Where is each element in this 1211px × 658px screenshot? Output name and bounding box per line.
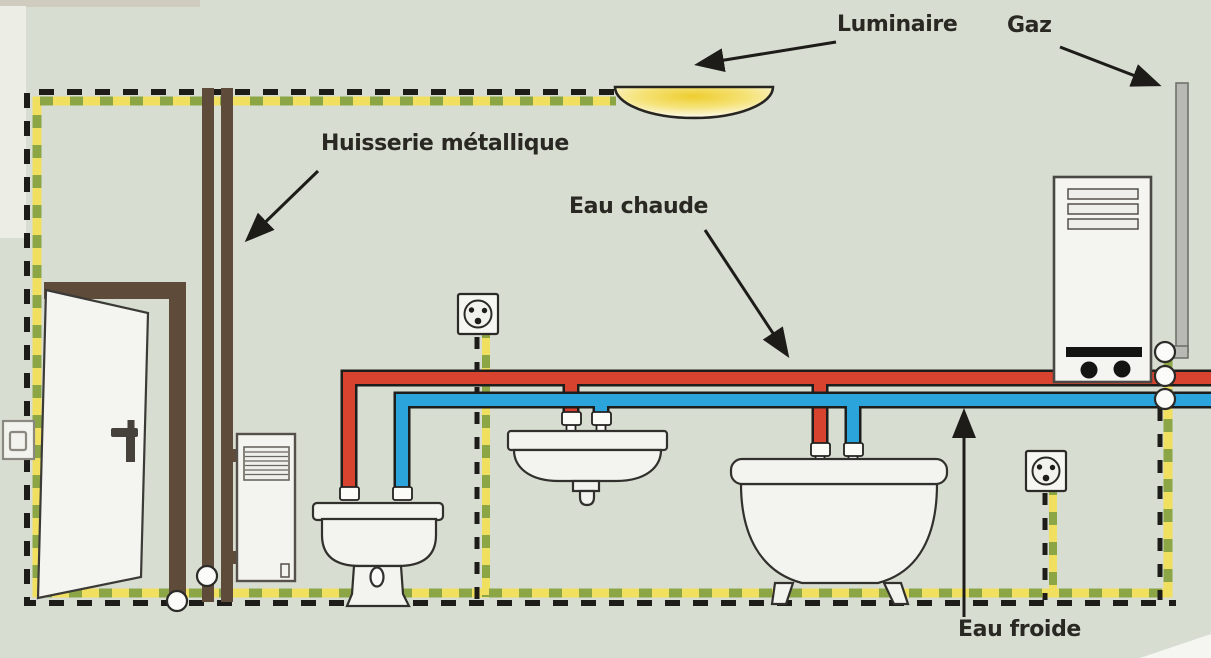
door-frame-top (44, 282, 186, 299)
outlet-left (456, 292, 500, 336)
bidet-drain-hole (369, 566, 385, 588)
fitting-bidet-hot (339, 486, 360, 501)
label-gaz: Gaz (1007, 13, 1052, 38)
connection-hot-water (1153, 364, 1177, 388)
bathtub-rim (729, 457, 949, 486)
huisserie-post-left (202, 88, 214, 602)
radiator-grille-lines (245, 451, 288, 476)
connection-gas (1153, 340, 1177, 364)
heater-vent-1 (1067, 188, 1139, 200)
arrow-eau-chaude (703, 229, 790, 359)
washbasin-bowl (512, 448, 663, 483)
outlet-left-earth-pin (474, 317, 482, 325)
gas-pipe-vertical (1175, 82, 1189, 353)
radiator-stub-top (225, 449, 239, 462)
heater-knob-left (1080, 361, 1098, 379)
door-leaf (36, 288, 150, 600)
door-frame-right-post (169, 282, 186, 602)
connection-door-frame (165, 589, 189, 613)
outlet-right-hole-1 (1036, 464, 1043, 470)
door-handle-lever (111, 428, 138, 437)
fitting-bidet-cold (392, 486, 413, 501)
label-eau-froide: Eau froide (958, 617, 1081, 642)
gas-pipe (1157, 82, 1189, 359)
outlet-left-hole-2 (481, 307, 488, 314)
door (36, 288, 150, 600)
heater-control-bar (1066, 347, 1142, 357)
outlet-left-hole-1 (468, 307, 475, 313)
outlet-right (1024, 449, 1068, 493)
door-handle-stem (126, 437, 135, 462)
page-edge-left (0, 6, 26, 238)
bathtub-body (739, 482, 939, 585)
water-heater (1052, 175, 1153, 384)
outlet-right-socket (1031, 456, 1061, 486)
ceiling-light (613, 85, 775, 120)
bidet-bowl (320, 517, 438, 568)
radiator (235, 432, 297, 583)
huisserie-post-right (221, 88, 233, 602)
fitting-sink-cold (591, 411, 612, 426)
heater-vent-2 (1067, 203, 1139, 215)
washbasin-top (506, 429, 669, 452)
light-switch (1, 419, 36, 461)
fitting-tub-hot (810, 442, 831, 457)
bonding-connection-points (165, 340, 1177, 613)
bathtub (729, 457, 949, 606)
bonding-dash-outline (24, 89, 1176, 606)
cold-main (396, 394, 1211, 492)
bathtub-leg-left (770, 581, 795, 606)
page-edge-top (0, 0, 200, 7)
washbasin (506, 429, 669, 507)
label-luminaire: Luminaire (837, 12, 958, 37)
dash-outline-loop (24, 89, 1176, 606)
washbasin-trap (578, 489, 596, 507)
radiator-stub-bottom (225, 551, 239, 564)
arrow-huisserie (244, 169, 320, 243)
heater-knob-right (1113, 360, 1131, 378)
radiator-valve (280, 563, 290, 578)
connection-cold-water (1153, 387, 1177, 411)
switch-rocker (8, 430, 28, 452)
bathtub-leg-right (882, 581, 910, 606)
hot-main (343, 372, 1211, 492)
arrow-luminaire (694, 40, 837, 73)
washbasin-drain (571, 479, 601, 493)
fitting-sink-hot (561, 411, 582, 426)
bidet-rim (311, 501, 445, 522)
door-handle-icon (111, 420, 138, 462)
metal-frame-group (44, 88, 239, 602)
outlet-left-socket (463, 299, 493, 329)
fitting-tub-cold (843, 442, 864, 457)
annotation-arrows (244, 40, 1162, 617)
heater-vent-3 (1067, 218, 1139, 230)
connection-huisserie (195, 564, 219, 588)
bidet (311, 501, 445, 608)
page-corner-wedge (1140, 634, 1211, 658)
arrow-gaz (1059, 45, 1162, 87)
door-handle-nub (127, 420, 135, 429)
label-huisserie: Huisserie métallique (321, 131, 569, 156)
outlet-right-hole-2 (1049, 464, 1056, 471)
outlet-right-earth-pin (1042, 474, 1050, 482)
label-eau-chaude: Eau chaude (569, 194, 709, 219)
